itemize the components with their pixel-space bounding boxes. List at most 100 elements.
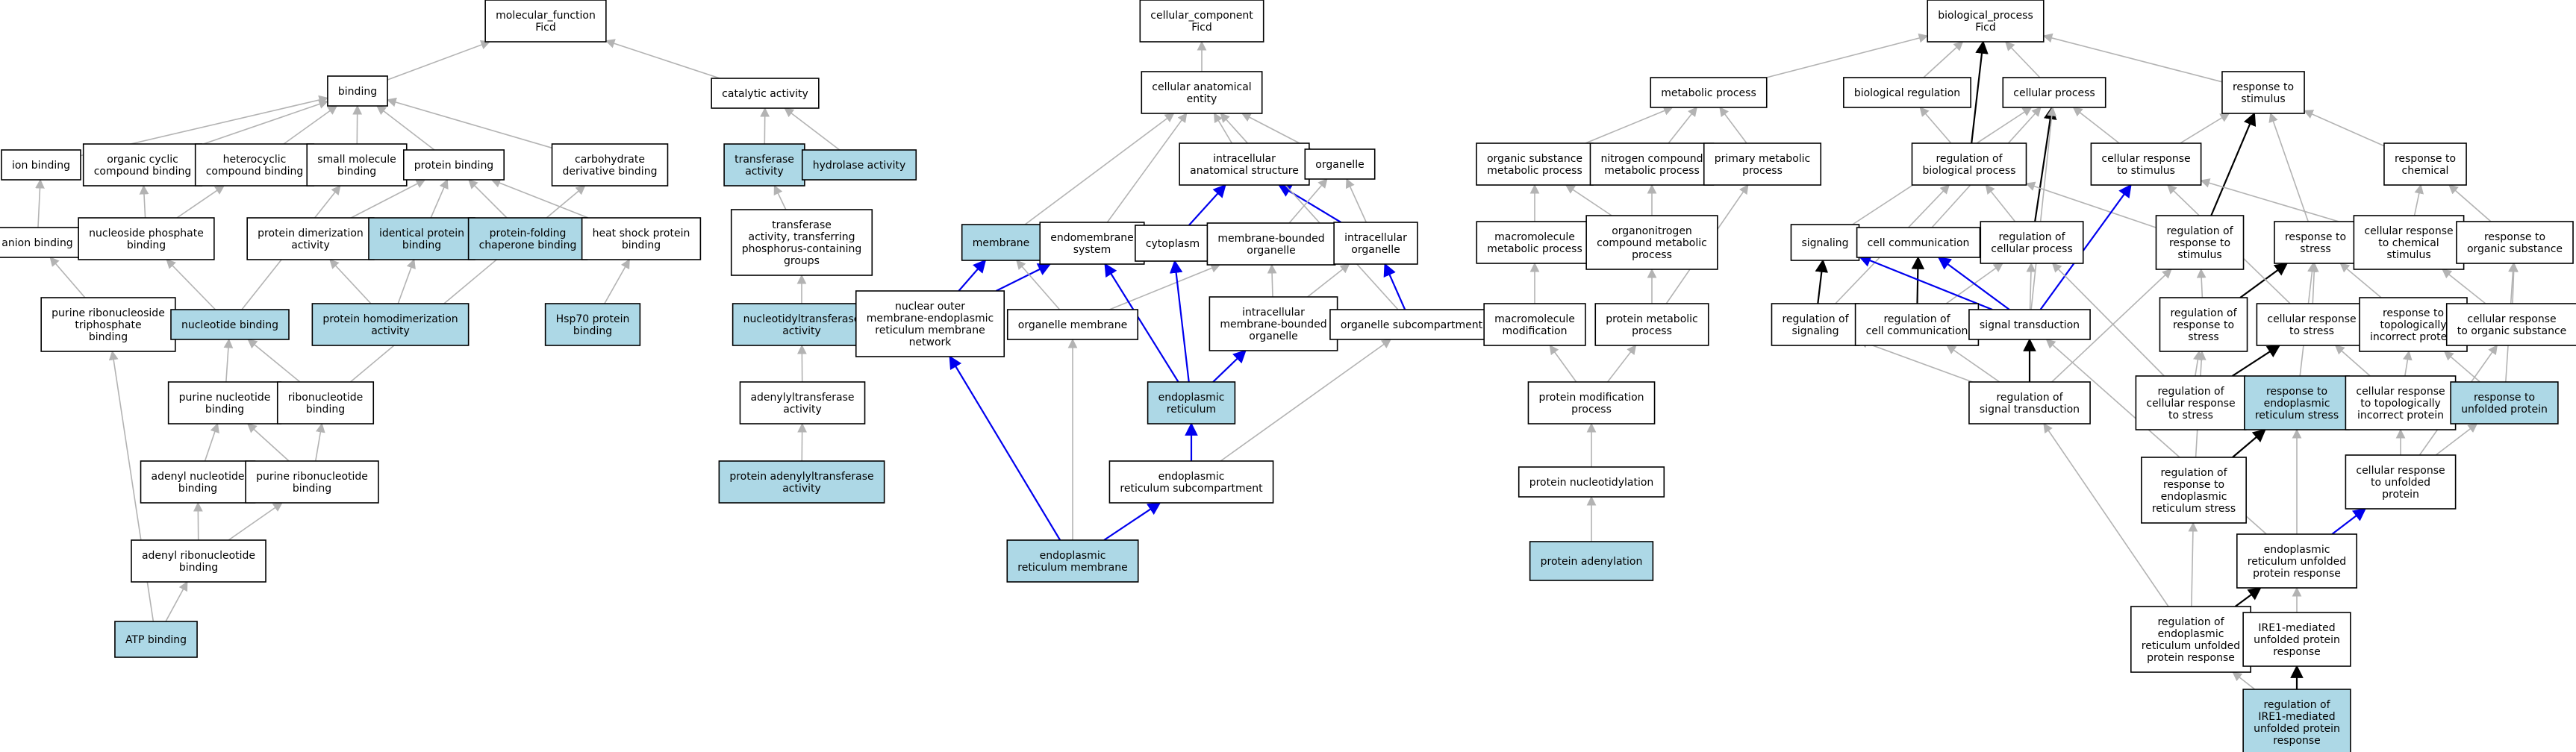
node-label-line: response — [2273, 735, 2321, 747]
node-label-line: binding — [293, 483, 331, 495]
edge-carb_deriv-to-binding — [386, 97, 552, 149]
edge-reg_resp_stress-to-reg_resp_stim — [2196, 268, 2207, 298]
edge-cell_resp_unfolded-to-resp_unfolded — [2435, 423, 2478, 456]
go-term-node-binding: binding — [327, 75, 388, 107]
node-label-line: cell communication — [1868, 237, 1970, 249]
node-label-line: protein response — [2147, 652, 2235, 664]
node-label-line: organelle — [1315, 159, 1364, 171]
node-label-line: activity, transferring — [749, 231, 855, 243]
node-label-line: stimulus — [2177, 249, 2221, 261]
node-box — [1, 149, 81, 181]
node-label-line: response to — [2383, 307, 2444, 319]
node-box — [1139, 0, 1264, 43]
node-label-line: activity — [783, 404, 822, 416]
node-label-line: Ficd — [1975, 22, 1996, 34]
node-label-line: response to — [2474, 392, 2535, 404]
node-label-line: organelle — [1351, 244, 1400, 256]
edge-bio_reg-to-bp — [1923, 41, 1964, 78]
node-label-line: metabolic process — [1604, 165, 1700, 177]
node-label-line: endoplasmic — [2264, 544, 2330, 556]
node-label-line: macromolecule — [1494, 231, 1575, 243]
node-box — [2159, 297, 2248, 352]
go-term-node-atp: ATP binding — [114, 621, 198, 658]
node-label-line: protein adenylation — [1541, 556, 1643, 568]
edge-resp_chem-to-resp_stim — [2303, 110, 2385, 147]
node-label-line: anatomical structure — [1190, 165, 1299, 177]
go-term-node-signaling: signaling — [1790, 224, 1860, 261]
node-box — [2221, 71, 2305, 114]
edge-cell_proc-to-bp — [2004, 41, 2041, 78]
edge-er_membrane-to-er_subcomp — [1103, 502, 1161, 541]
edge-cell_resp_topo-to-cell_resp_stress — [2334, 345, 2371, 377]
edge-endomembrane-to-cae — [1106, 112, 1188, 223]
node-box — [246, 217, 375, 260]
go-term-node-membrane: membrane — [961, 224, 1041, 261]
node-box — [1771, 303, 1860, 346]
node-box — [1854, 303, 1980, 346]
node-label-line: IRE1-mediated — [2258, 711, 2335, 723]
node-box — [1585, 215, 1718, 270]
node-label-line: process — [1571, 404, 1612, 416]
node-label-line: response to — [2395, 153, 2456, 165]
go-term-node-anion_binding: anion binding — [0, 227, 84, 258]
edge-signal_trans-to-cell_resp_stim — [2039, 184, 2132, 310]
node-box — [1589, 142, 1715, 186]
node-box — [581, 217, 702, 260]
node-label-line: binding — [89, 331, 128, 343]
node-box — [739, 381, 866, 424]
edge-resp_org_sub-to-resp_chem — [2448, 184, 2492, 222]
node-label-line: regulation of — [2170, 307, 2237, 319]
go-term-node-signal_trans: signal transduction — [1968, 309, 2091, 340]
node-label-line: cellular process — [1991, 243, 2072, 255]
node-box — [855, 290, 1005, 357]
go-term-node-hydrolase: hydrolase activity — [801, 149, 917, 181]
node-label-line: response to — [2163, 479, 2224, 491]
node-label-line: protein binding — [414, 160, 493, 172]
edge-metabolic-to-bp — [1766, 33, 1929, 78]
edge-cell_resp_topo-to-resp_topo — [2403, 350, 2413, 377]
node-label-line: activity — [371, 325, 410, 337]
node-label-line: membrane — [973, 237, 1030, 249]
node-label-line: ATP binding — [125, 634, 187, 646]
edge-purine_rn-to-ribonucleotide — [314, 422, 325, 462]
edge-primary_met-to-metabolic — [1719, 106, 1747, 144]
node-box — [40, 297, 176, 352]
node-box — [484, 0, 607, 43]
node-label-line: purine ribonucleoside — [52, 307, 165, 319]
node-label-line: signal transduction — [1980, 319, 2080, 331]
node-box — [194, 143, 315, 187]
node-label-line: regulation of — [2263, 699, 2330, 711]
node-label-line: metabolic process — [1661, 87, 1756, 99]
edge-protein_binding-to-binding — [376, 105, 435, 151]
node-label-line: incorrect protein — [2370, 331, 2457, 343]
node-label-line: regulation of — [1998, 231, 2065, 243]
edge-nitrogen-to-metabolic — [1668, 106, 1697, 144]
node-label-line: adenyl nucleotide — [152, 471, 245, 483]
node-box — [544, 303, 641, 346]
node-label-line: response to — [2233, 81, 2294, 93]
edge-cell_resp_chem-to-resp_chem — [2413, 184, 2424, 216]
node-label-line: metabolic process — [1487, 165, 1582, 177]
node-label-line: topologically — [2380, 319, 2446, 331]
node-label-line: activity — [782, 325, 821, 337]
node-label-line: protein dimerization — [258, 228, 364, 239]
node-label-line: intracellular — [1242, 307, 1305, 319]
edge-small_mol-to-binding — [352, 104, 363, 145]
node-label-line: activity — [745, 166, 784, 178]
node-box — [1135, 225, 1211, 262]
node-label-line: organelle — [1249, 330, 1297, 342]
node-label-line: reticulum subcompartment — [1120, 483, 1263, 495]
